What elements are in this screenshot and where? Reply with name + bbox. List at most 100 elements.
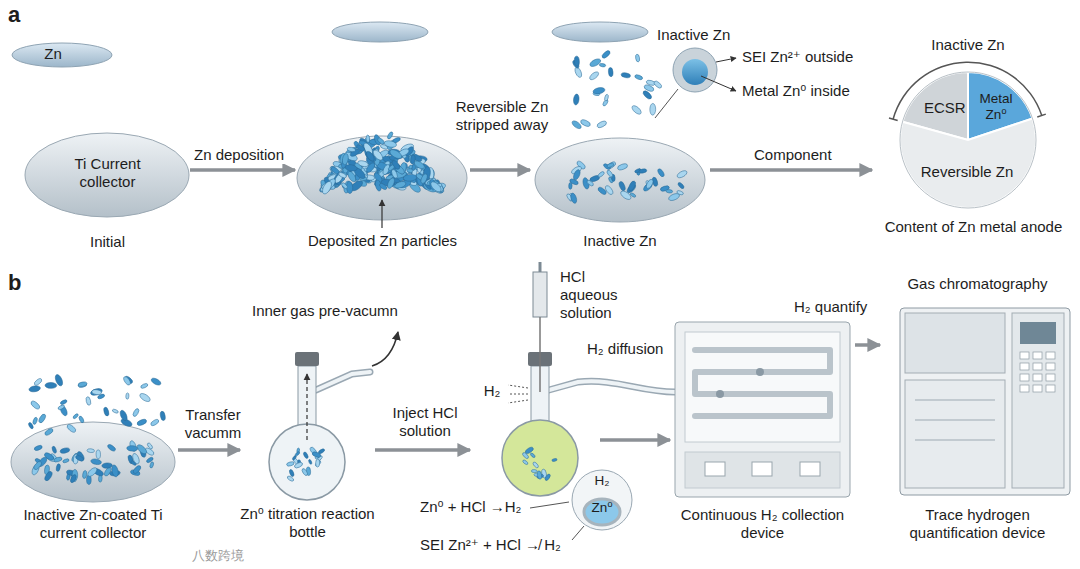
drawing-part bbox=[306, 374, 307, 440]
zn-particle bbox=[122, 376, 131, 387]
node-text: Content of Zn metal anode bbox=[872, 218, 1075, 236]
arrow-label: Zn deposition bbox=[192, 146, 286, 164]
zn-particle bbox=[44, 470, 54, 482]
drawing-part bbox=[685, 332, 840, 442]
node-text: Trace hydrogen quantification device bbox=[880, 506, 1075, 542]
node-text: Metal Zn⁰ bbox=[976, 91, 1016, 123]
zn-particle bbox=[342, 153, 350, 165]
zn-particle bbox=[639, 168, 647, 173]
zn-particle bbox=[593, 87, 606, 95]
zn-particle bbox=[365, 161, 376, 173]
panel-letter: b bbox=[6, 270, 23, 296]
pie-slice bbox=[900, 119, 1036, 208]
zn-particle bbox=[149, 461, 154, 468]
node-text: Inactive Zn bbox=[530, 232, 710, 250]
zn-particle bbox=[38, 413, 47, 424]
flow-arrow bbox=[855, 343, 880, 347]
zn-particle bbox=[532, 461, 539, 468]
zn-particle bbox=[127, 445, 138, 451]
drawing-part bbox=[549, 381, 675, 392]
zn-particle bbox=[33, 460, 43, 471]
zn-particle bbox=[676, 190, 684, 196]
zn-particle bbox=[429, 180, 443, 193]
zn-particle bbox=[634, 74, 643, 81]
zn-particle bbox=[589, 57, 602, 68]
zn-particle bbox=[308, 459, 312, 465]
pie-chart bbox=[889, 62, 1046, 208]
zn-particle bbox=[60, 399, 68, 405]
zn-particle bbox=[32, 417, 38, 425]
zn-particle bbox=[78, 381, 88, 387]
node-text: Zn bbox=[33, 45, 73, 63]
zn-particle bbox=[136, 418, 147, 426]
drawing-part bbox=[756, 368, 764, 376]
annotation: Inner gas pre-vacumn bbox=[250, 302, 400, 320]
ti-disk bbox=[535, 138, 705, 222]
zn-particle bbox=[630, 192, 637, 198]
zn-particle bbox=[287, 475, 295, 482]
zn-core bbox=[584, 499, 620, 525]
drawing-part bbox=[508, 394, 528, 395]
drawing-part bbox=[372, 332, 398, 366]
zn-particle bbox=[403, 174, 417, 182]
gc-button bbox=[1046, 374, 1055, 381]
pie-outline bbox=[900, 72, 1036, 208]
drawing-part bbox=[915, 399, 995, 401]
zn-particle bbox=[289, 469, 295, 477]
zn-particle bbox=[62, 458, 69, 463]
zn-particle bbox=[597, 171, 605, 178]
zn-particle bbox=[544, 473, 551, 481]
zn-particle bbox=[150, 418, 160, 426]
inset-circle bbox=[673, 48, 717, 92]
zn-particle bbox=[78, 415, 85, 423]
zn-particle bbox=[341, 182, 349, 190]
drawing-part bbox=[295, 352, 319, 366]
zn-particle bbox=[357, 160, 369, 168]
zn-particle bbox=[606, 169, 614, 178]
zn-core bbox=[682, 59, 708, 85]
zn-particle bbox=[394, 180, 407, 189]
zn-particle bbox=[522, 459, 529, 465]
drawing-part bbox=[1020, 352, 1055, 392]
drawing-part bbox=[675, 322, 850, 497]
zn-particle bbox=[571, 119, 583, 130]
diagram-node: H₂Zn⁰ bbox=[572, 470, 632, 530]
node-text: Zn⁰ titration reaction bottle bbox=[240, 505, 375, 541]
zn-particle bbox=[286, 461, 294, 467]
diagram-node: Inactive Zn bbox=[530, 120, 710, 255]
zn-particle bbox=[657, 168, 665, 178]
node-text: H₂ bbox=[587, 473, 617, 489]
leader-line bbox=[572, 526, 584, 540]
flow-arrow bbox=[470, 168, 530, 172]
zn-particle bbox=[628, 180, 637, 192]
zn-particles bbox=[28, 49, 688, 484]
zn-particle bbox=[44, 427, 54, 436]
flow-arrow bbox=[190, 168, 295, 172]
drawing-part bbox=[533, 272, 547, 317]
zn-particle bbox=[97, 393, 105, 399]
zn-particle bbox=[391, 159, 401, 170]
drawing-part bbox=[905, 313, 1005, 373]
flow-arrow bbox=[178, 448, 240, 452]
zn-particle bbox=[666, 189, 673, 193]
zn-particle bbox=[645, 178, 654, 189]
zn-particle bbox=[338, 171, 347, 178]
arrow-label: Component bbox=[752, 146, 834, 164]
zn-particle bbox=[112, 409, 119, 414]
diagram-node: Zn bbox=[25, 40, 85, 70]
zn-particle bbox=[29, 385, 41, 393]
drawing-part bbox=[539, 317, 541, 392]
zn-particle bbox=[347, 147, 356, 153]
node-text: ECSR bbox=[924, 99, 964, 117]
zn-particle bbox=[85, 396, 91, 405]
zn-particle bbox=[140, 383, 148, 389]
zn-particle bbox=[90, 458, 101, 465]
zn-particle bbox=[599, 63, 606, 67]
zn-particle bbox=[92, 389, 102, 395]
zn-particle bbox=[379, 182, 388, 190]
leader-line bbox=[701, 76, 736, 91]
zn-particle bbox=[146, 456, 154, 463]
annotation: SEI Zn²⁺ + HCl ↛ H₂ bbox=[418, 536, 563, 554]
zn-particle bbox=[75, 454, 85, 462]
